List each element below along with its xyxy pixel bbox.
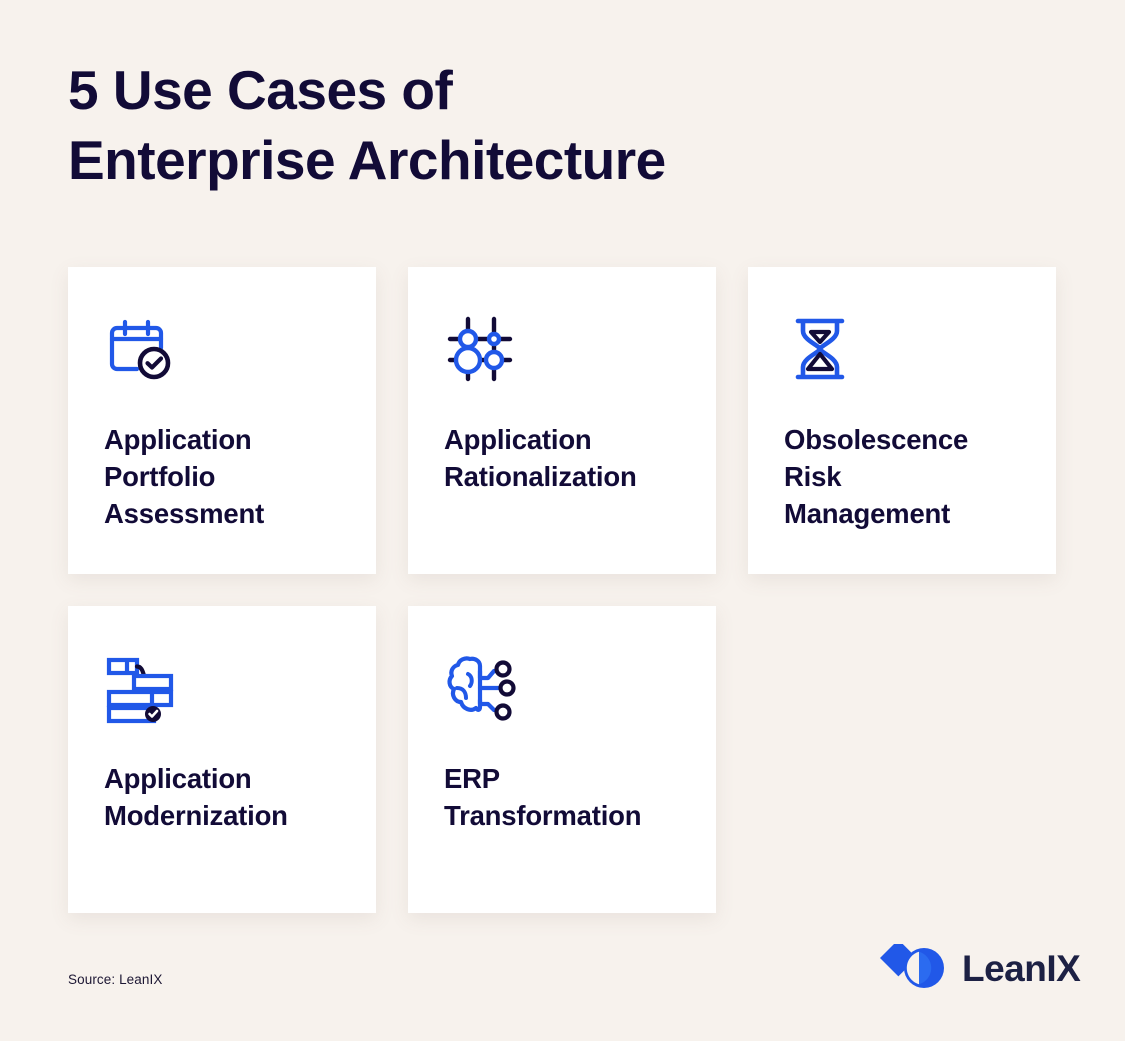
use-case-label: Application Rationalization	[444, 424, 637, 492]
use-case-card: Obsolescence Risk Management	[748, 267, 1056, 574]
hourglass-icon	[784, 313, 856, 385]
title-line-1: 5 Use Cases of	[68, 59, 453, 121]
page-title: 5 Use Cases of Enterprise Architecture	[68, 55, 928, 195]
use-case-card: ERP Transformation	[408, 606, 716, 913]
calendar-check-icon	[104, 313, 176, 385]
use-case-card: Application Modernization	[68, 606, 376, 913]
network-nodes-icon	[444, 313, 516, 385]
use-case-card: Application Portfolio Assessment	[68, 267, 376, 574]
use-case-label: Obsolescence Risk Management	[784, 424, 969, 529]
use-case-card: Application Rationalization	[408, 267, 716, 574]
title-line-2: Enterprise Architecture	[68, 129, 666, 191]
use-case-card-grid: Application Portfolio Assessment Applica…	[68, 267, 1056, 913]
use-case-label: Application Portfolio Assessment	[104, 424, 265, 529]
use-case-label: Application Modernization	[104, 763, 288, 831]
gantt-chart-icon	[104, 652, 176, 724]
source-attribution: Source: LeanIX	[68, 972, 163, 987]
leanix-logo-icon	[878, 944, 952, 992]
brain-circuit-icon	[444, 652, 516, 724]
leanix-logo: LeanIX	[878, 944, 1081, 992]
leanix-logo-text: LeanIX	[962, 947, 1081, 989]
use-case-label: ERP Transformation	[444, 763, 642, 831]
